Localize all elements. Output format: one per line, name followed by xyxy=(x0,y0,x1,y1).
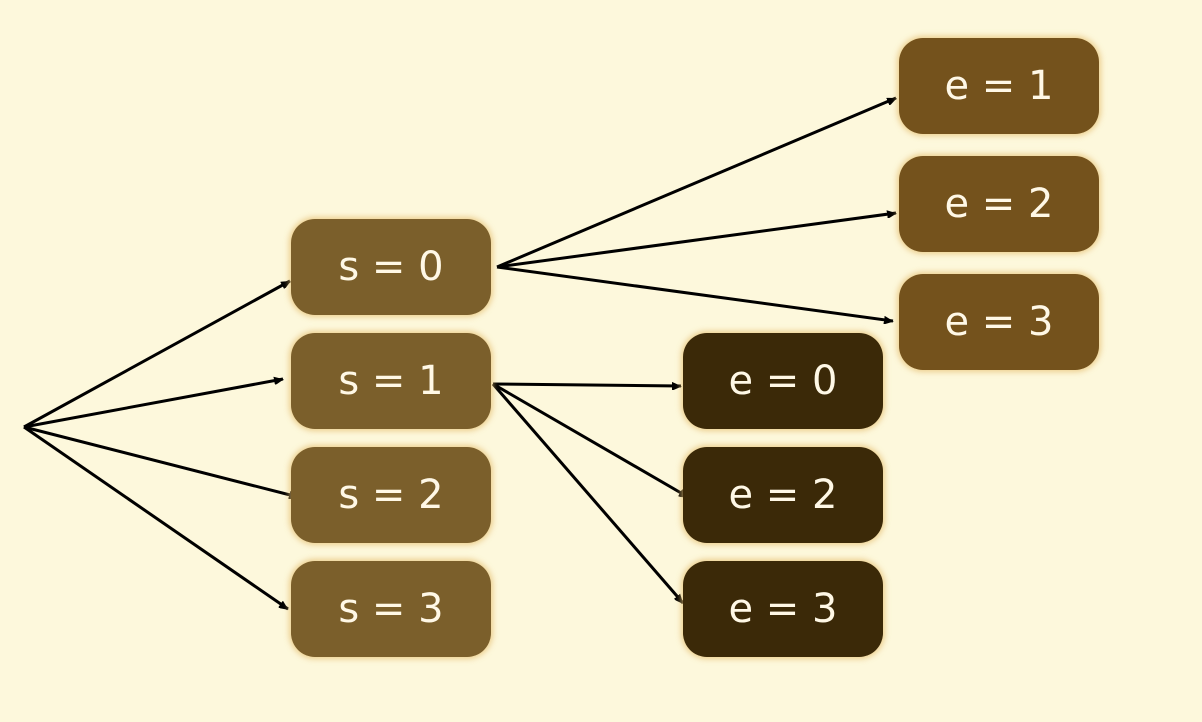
arrow-s0-to-e2 xyxy=(496,213,896,269)
node-s2: s = 2 xyxy=(291,447,491,543)
arrow-root-to-s3 xyxy=(23,425,289,611)
arrow-s1-to-e2 xyxy=(492,382,689,499)
node-s0-e1: e = 1 xyxy=(899,38,1099,134)
arrow-root-to-s1 xyxy=(23,379,283,429)
node-s3: s = 3 xyxy=(291,561,491,657)
node-s0-e3: e = 3 xyxy=(899,274,1099,370)
node-s1: s = 1 xyxy=(291,333,491,429)
node-s1-e3: e = 3 xyxy=(683,561,883,657)
arrow-root-to-s2 xyxy=(23,425,298,497)
arrow-s1-to-e0 xyxy=(492,384,681,386)
node-s1-e2: e = 2 xyxy=(683,447,883,543)
node-s1-e0: e = 0 xyxy=(683,333,883,429)
arrow-root-to-s0 xyxy=(23,279,290,429)
arrow-s0-to-e1 xyxy=(496,96,896,269)
node-s0-e2: e = 2 xyxy=(899,156,1099,252)
node-s0: s = 0 xyxy=(291,219,491,315)
arrow-s1-to-e3 xyxy=(491,383,685,604)
arrow-s0-to-e3 xyxy=(496,265,893,321)
